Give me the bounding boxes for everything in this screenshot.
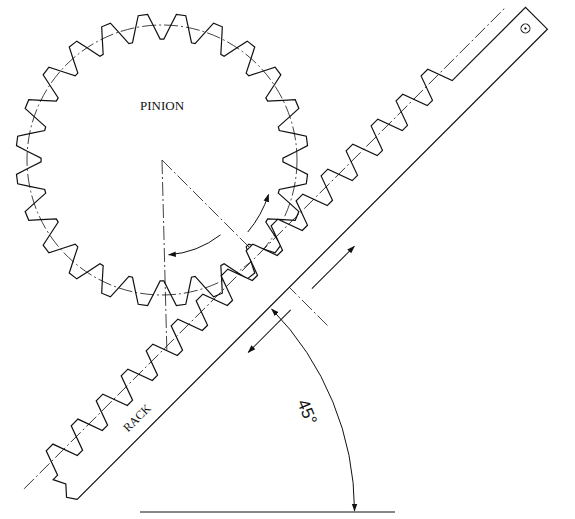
rack-hole-centre — [524, 27, 527, 30]
horizontal-reference-line — [140, 512, 395, 513]
rotation-arrow — [248, 195, 269, 232]
angle-dimension: 45° — [294, 397, 320, 427]
pitch-line — [24, 8, 505, 489]
rack-motion-arrow — [312, 246, 354, 288]
rack-group — [16, 0, 559, 519]
rack-hole — [519, 22, 532, 35]
angle-dimension-arc — [272, 309, 355, 511]
part-name: PINION — [140, 99, 184, 112]
rack-bar — [33, 0, 547, 504]
rack-motion-arrow — [248, 310, 290, 352]
rotation-arrow — [169, 235, 221, 255]
